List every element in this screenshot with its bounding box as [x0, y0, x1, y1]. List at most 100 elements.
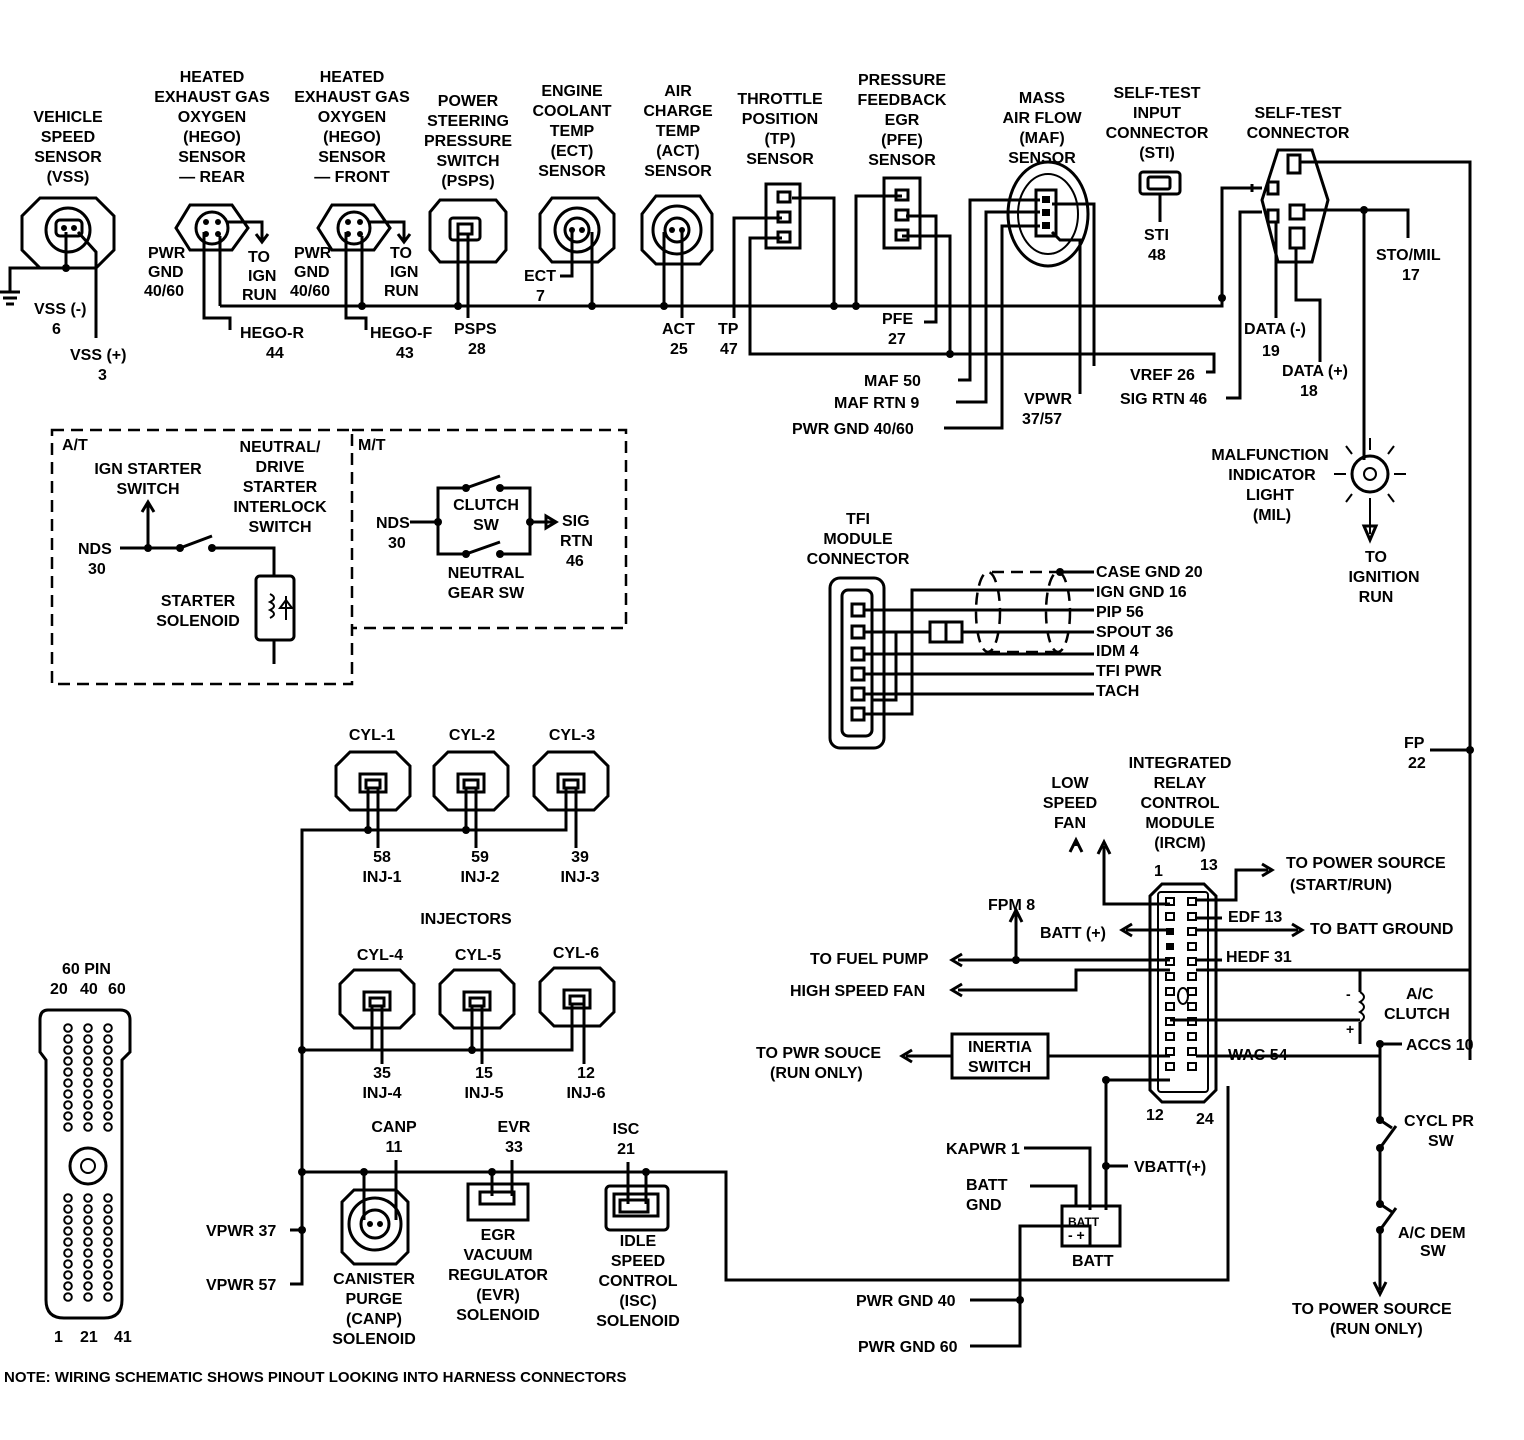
svg-text:VSS (+): VSS (+) — [70, 347, 126, 364]
svg-text:SOLENOID: SOLENOID — [456, 1307, 540, 1324]
svg-text:HEATED: HEATED — [180, 69, 245, 86]
ircm-pin — [1187, 987, 1197, 996]
svg-text:28: 28 — [468, 341, 486, 358]
svg-text:HEATED: HEATED — [320, 69, 385, 86]
svg-text:CYL-1: CYL-1 — [349, 727, 395, 744]
svg-text:STARTER: STARTER — [161, 593, 236, 610]
ecu-pin — [103, 1281, 113, 1291]
vss-label: VEHICLE SPEED SENSOR (VSS) — [33, 109, 103, 186]
svg-text:CONTROL: CONTROL — [598, 1273, 677, 1290]
ircm-pin — [1187, 957, 1197, 966]
ecu-pin — [103, 1045, 113, 1055]
svg-text:TFI PWR: TFI PWR — [1096, 663, 1162, 680]
ecu-pin — [63, 1067, 73, 1077]
svg-text:SW: SW — [473, 517, 500, 534]
footnote: NOTE: WIRING SCHEMATIC SHOWS PINOUT LOOK… — [4, 1369, 627, 1386]
svg-text:RUN: RUN — [242, 287, 277, 304]
svg-text:TO PWR SOUCE: TO PWR SOUCE — [756, 1045, 881, 1062]
ecu-60-pin: 60 PIN 20 40 60 1 21 41 — [38, 961, 132, 1346]
ecu-pin — [63, 1045, 73, 1055]
sti-connector — [1138, 170, 1182, 196]
svg-text:RTN: RTN — [560, 533, 593, 550]
maf-connector — [1006, 160, 1090, 268]
ecu-pin — [103, 1204, 113, 1214]
svg-text:VEHICLE: VEHICLE — [33, 109, 103, 126]
svg-text:— REAR: — REAR — [179, 169, 245, 186]
svg-text:OXYGEN: OXYGEN — [178, 109, 246, 126]
svg-text:INJECTORS: INJECTORS — [420, 911, 512, 928]
ecu-pin — [103, 1259, 113, 1269]
svg-text:TEMP: TEMP — [656, 123, 701, 140]
ecu-pin — [63, 1111, 73, 1121]
svg-text:MODULE: MODULE — [1145, 815, 1215, 832]
svg-text:SW: SW — [1420, 1243, 1447, 1260]
ecu-pin — [103, 1248, 113, 1258]
svg-text:-: - — [1346, 986, 1351, 1002]
svg-text:TP: TP — [718, 321, 739, 338]
svg-text:(HEGO): (HEGO) — [323, 129, 381, 146]
ecu-pin — [83, 1045, 93, 1055]
svg-text:IGN GND 16: IGN GND 16 — [1096, 584, 1187, 601]
svg-text:(ECT): (ECT) — [551, 143, 594, 160]
svg-text:AIR FLOW: AIR FLOW — [1002, 110, 1082, 127]
vpwr-labels: VPWR 37 VPWR 57 — [206, 1223, 276, 1294]
svg-text:MAF RTN 9: MAF RTN 9 — [834, 395, 919, 412]
svg-text:INJ-1: INJ-1 — [362, 869, 401, 886]
svg-text:FEEDBACK: FEEDBACK — [858, 92, 947, 109]
svg-text:SWITCH: SWITCH — [968, 1059, 1031, 1076]
ecu-pin — [83, 1248, 93, 1258]
ecu-pin — [63, 1193, 73, 1203]
mil-lamp — [1334, 438, 1406, 544]
svg-text:46: 46 — [566, 553, 584, 570]
svg-text:LOW: LOW — [1051, 775, 1089, 792]
self-test-label: SELF-TEST CONNECTOR — [1247, 105, 1350, 142]
svg-text:KAPWR 1: KAPWR 1 — [946, 1141, 1020, 1158]
top-circuit-labels: VSS (-) 6 VSS (+) 3 PWR GND 40/60 TO IGN… — [34, 227, 1441, 438]
svg-text:CYL-4: CYL-4 — [357, 947, 403, 964]
svg-text:GND: GND — [966, 1197, 1002, 1214]
svg-text:PURGE: PURGE — [346, 1291, 403, 1308]
svg-text:TO POWER SOURCE: TO POWER SOURCE — [1286, 855, 1446, 872]
ecu-pin — [103, 1193, 113, 1203]
ecu-pin — [83, 1100, 93, 1110]
svg-text:VPWR 37: VPWR 37 — [206, 1223, 276, 1240]
svg-text:MODULE: MODULE — [823, 531, 893, 548]
svg-text:FP: FP — [1404, 735, 1425, 752]
svg-text:+: + — [1346, 1021, 1354, 1037]
svg-text:(MIL): (MIL) — [1253, 507, 1291, 524]
svg-text:STEERING: STEERING — [427, 113, 509, 130]
svg-text:POSITION: POSITION — [742, 111, 818, 128]
svg-text:(VSS): (VSS) — [47, 169, 90, 186]
svg-text:40: 40 — [80, 981, 98, 998]
svg-text:40/60: 40/60 — [290, 283, 330, 300]
svg-text:HIGH SPEED FAN: HIGH SPEED FAN — [790, 983, 925, 1000]
svg-text:SELF-TEST: SELF-TEST — [1113, 85, 1200, 102]
ircm-pin — [1165, 1047, 1175, 1056]
act-connector — [640, 194, 714, 266]
svg-text:PRESSURE: PRESSURE — [424, 133, 512, 150]
ircm-pin — [1165, 1032, 1175, 1041]
pfe-label: PRESSURE FEEDBACK EGR (PFE) SENSOR — [858, 72, 947, 169]
svg-text:CANP: CANP — [371, 1119, 417, 1136]
ecu-pin — [103, 1215, 113, 1225]
svg-text:11: 11 — [386, 1139, 403, 1156]
svg-text:VBATT(+): VBATT(+) — [1134, 1159, 1206, 1176]
ircm-pin — [1187, 1002, 1197, 1011]
svg-text:TO: TO — [248, 249, 270, 266]
svg-text:SENSOR: SENSOR — [318, 149, 386, 166]
svg-text:EXHAUST GAS: EXHAUST GAS — [154, 89, 270, 106]
ecu-pin — [83, 1270, 93, 1280]
svg-text:DATA (-): DATA (-) — [1244, 321, 1306, 338]
svg-text:AIR: AIR — [664, 83, 692, 100]
ecu-pin — [103, 1226, 113, 1236]
svg-text:LIGHT: LIGHT — [1246, 487, 1294, 504]
ecu-pin — [83, 1237, 93, 1247]
svg-text:INJ-5: INJ-5 — [464, 1085, 503, 1102]
hego-rear-label: HEATED EXHAUST GAS OXYGEN (HEGO) SENSOR … — [154, 69, 270, 186]
svg-text:SIG RTN 46: SIG RTN 46 — [1120, 391, 1207, 408]
tfi-module: TFI MODULE CONNECTOR CASE GND 20 IGN GND… — [807, 511, 1203, 750]
svg-text:STO/MIL: STO/MIL — [1376, 247, 1441, 264]
svg-text:SOLENOID: SOLENOID — [332, 1331, 416, 1348]
svg-text:IGNITION: IGNITION — [1348, 569, 1419, 586]
svg-text:INJ-3: INJ-3 — [560, 869, 599, 886]
